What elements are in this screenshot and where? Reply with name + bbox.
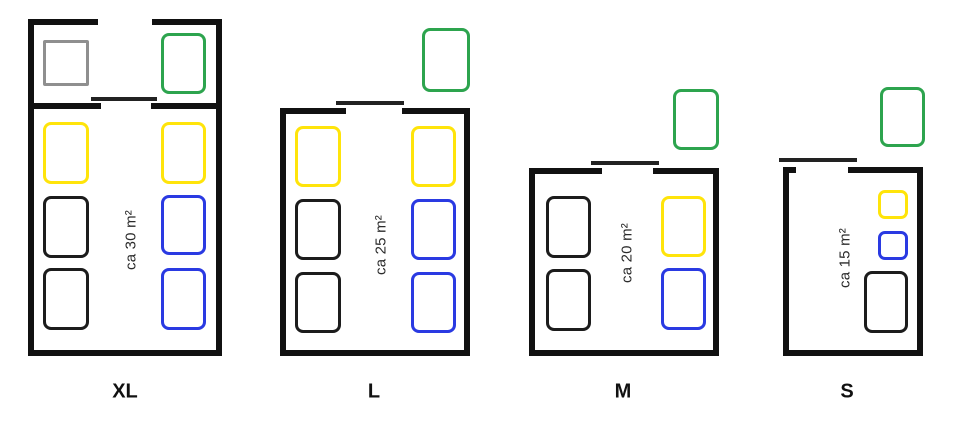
l-item-blue bbox=[411, 272, 456, 333]
m-wall-segment bbox=[713, 168, 719, 356]
xl-wall-segment bbox=[28, 350, 222, 356]
area-label-s: ca 15 m² bbox=[836, 228, 854, 288]
size-label-l: L bbox=[367, 380, 381, 403]
xl-wall-segment bbox=[28, 19, 98, 25]
m-wall-segment bbox=[529, 168, 602, 174]
s-wall-segment bbox=[917, 167, 923, 356]
size-label-m: M bbox=[614, 380, 632, 403]
size-label-xl: XL bbox=[112, 380, 138, 403]
m-item-black bbox=[546, 196, 591, 258]
xl-wall-segment bbox=[216, 19, 222, 356]
l-item-black bbox=[295, 272, 341, 333]
area-label-xl: ca 30 m² bbox=[122, 210, 140, 270]
s-wall-segment bbox=[783, 350, 923, 356]
m-item-yellow bbox=[661, 196, 706, 257]
xl-door-leaf bbox=[91, 97, 157, 101]
s-wall-segment bbox=[783, 167, 796, 173]
l-wall-segment bbox=[464, 108, 470, 356]
s-item-green bbox=[880, 87, 925, 147]
xl-item-black bbox=[43, 268, 89, 330]
s-wall-segment bbox=[783, 167, 789, 356]
xl-item-blue bbox=[161, 195, 206, 255]
m-wall-segment bbox=[653, 168, 719, 174]
size-label-s: S bbox=[840, 380, 854, 403]
m-item-black bbox=[546, 269, 591, 331]
xl-item-blue bbox=[161, 268, 206, 330]
xl-item-yellow bbox=[43, 122, 89, 184]
s-item-black bbox=[864, 271, 908, 333]
l-item-black bbox=[295, 199, 341, 260]
xl-item-black bbox=[43, 196, 89, 258]
m-item-blue bbox=[661, 268, 706, 330]
l-item-green bbox=[422, 28, 470, 92]
s-door-leaf bbox=[779, 158, 857, 162]
l-item-yellow bbox=[411, 126, 456, 187]
m-item-green bbox=[673, 89, 719, 150]
l-item-yellow bbox=[295, 126, 341, 187]
xl-wall-segment bbox=[152, 19, 222, 25]
xl-item-yellow bbox=[161, 122, 206, 184]
m-wall-segment bbox=[529, 168, 535, 356]
s-wall-segment bbox=[848, 167, 923, 173]
l-wall-segment bbox=[280, 108, 286, 356]
xl-wall-segment bbox=[151, 103, 222, 109]
xl-wall-segment bbox=[28, 19, 34, 356]
m-door-leaf bbox=[591, 161, 659, 165]
l-door-leaf bbox=[336, 101, 404, 105]
xl-wall-segment bbox=[28, 103, 101, 109]
s-item-yellow bbox=[878, 190, 908, 219]
area-label-m: ca 20 m² bbox=[618, 223, 636, 283]
m-wall-segment bbox=[529, 350, 719, 356]
l-wall-segment bbox=[280, 350, 470, 356]
area-label-l: ca 25 m² bbox=[372, 215, 390, 275]
s-item-blue bbox=[878, 231, 908, 260]
xl-item-green bbox=[161, 33, 206, 94]
l-wall-segment bbox=[402, 108, 470, 114]
l-item-blue bbox=[411, 199, 456, 260]
l-wall-segment bbox=[280, 108, 346, 114]
xl-item-gray bbox=[43, 40, 89, 86]
